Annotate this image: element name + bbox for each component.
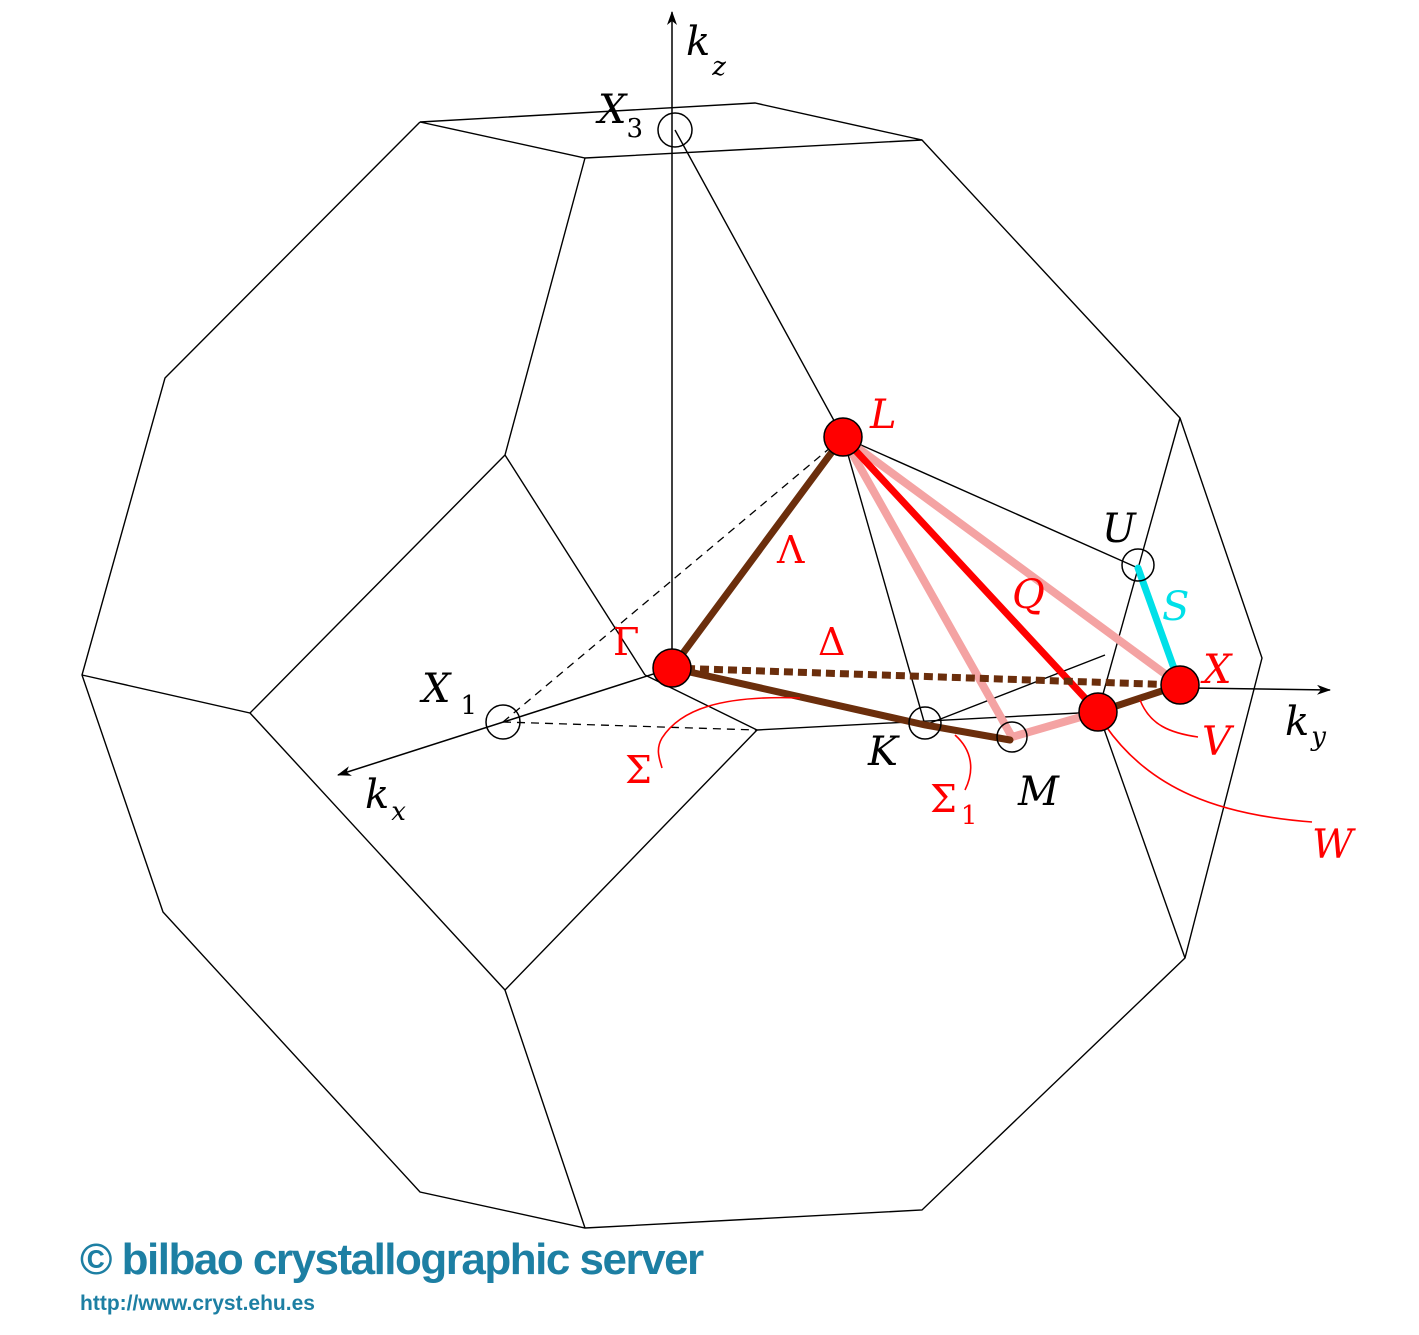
- edge: [756, 711, 1099, 731]
- sigma-leader: [657, 696, 801, 769]
- point-X-marker: [1160, 665, 1200, 705]
- ky-axis: [1189, 684, 1331, 695]
- kz-axis-label: kz: [686, 19, 726, 82]
- label-Delta: Δ: [818, 620, 845, 664]
- kx-axis: [337, 667, 673, 776]
- hidden-edge: [502, 436, 844, 723]
- logo-title: © bilbao crystallographic server: [80, 1235, 704, 1284]
- label-V: V: [1202, 719, 1235, 765]
- ky-axis-label: ky: [1285, 699, 1326, 752]
- label-X: X: [1200, 647, 1233, 693]
- label-Gamma: Γ: [613, 620, 639, 664]
- label-U: U: [1102, 506, 1137, 552]
- open-points: [485, 112, 1155, 753]
- path-L-M-W: [839, 433, 1102, 742]
- axes: [337, 11, 1331, 776]
- label-Q: Q: [1012, 572, 1045, 618]
- path-S: [1134, 564, 1184, 689]
- label-W: W: [1312, 822, 1356, 868]
- point-X3-marker: [657, 112, 693, 148]
- hidden-edge: [502, 721, 758, 731]
- lower-left-hex: [249, 712, 506, 991]
- bilbao-logo: © bilbao crystallographic server http://…: [80, 1235, 704, 1316]
- point-X1-marker: [485, 704, 521, 740]
- leader-lines: [657, 696, 1313, 823]
- kx-axis-label: kx: [365, 772, 406, 827]
- brillouin-zone-edges: [81, 102, 1263, 1229]
- label-S: S: [1162, 584, 1189, 630]
- logo-url: http://www.cryst.ehu.es: [80, 1292, 315, 1315]
- point-M-marker: [996, 721, 1028, 753]
- path-L-W: [839, 433, 1102, 716]
- label-Sigma: Σ: [625, 748, 652, 792]
- label-X3: X3: [595, 87, 643, 144]
- edge: [504, 454, 646, 676]
- edge: [674, 129, 844, 438]
- v-leader: [1139, 699, 1199, 738]
- edge: [924, 654, 1106, 726]
- filled-points: [652, 417, 1200, 732]
- edge: [1097, 711, 1186, 959]
- upper-left-hex: [81, 157, 586, 714]
- point-K-marker: [908, 706, 942, 740]
- point-W-marker: [1078, 692, 1118, 732]
- lower-hex: [504, 729, 758, 1229]
- point-L-marker: [823, 417, 863, 457]
- point-U-marker: [1121, 548, 1155, 582]
- w-leader: [1104, 724, 1313, 823]
- label-K: K: [867, 729, 900, 775]
- path-Sigma: [668, 664, 1014, 744]
- hidden-edges: [502, 436, 844, 731]
- symmetry-paths: [668, 433, 1184, 744]
- label-M: M: [1017, 769, 1060, 815]
- edge: [842, 436, 1139, 569]
- label-L: L: [869, 392, 897, 438]
- path-Lambda: [668, 433, 847, 672]
- top-face-edge: [419, 121, 923, 159]
- label-Lambda: Λ: [776, 528, 805, 572]
- point-Gamma-marker: [652, 648, 692, 688]
- sigma1-leader: [954, 734, 972, 791]
- path-Delta: [671, 664, 1181, 689]
- path-Q: [839, 433, 1184, 689]
